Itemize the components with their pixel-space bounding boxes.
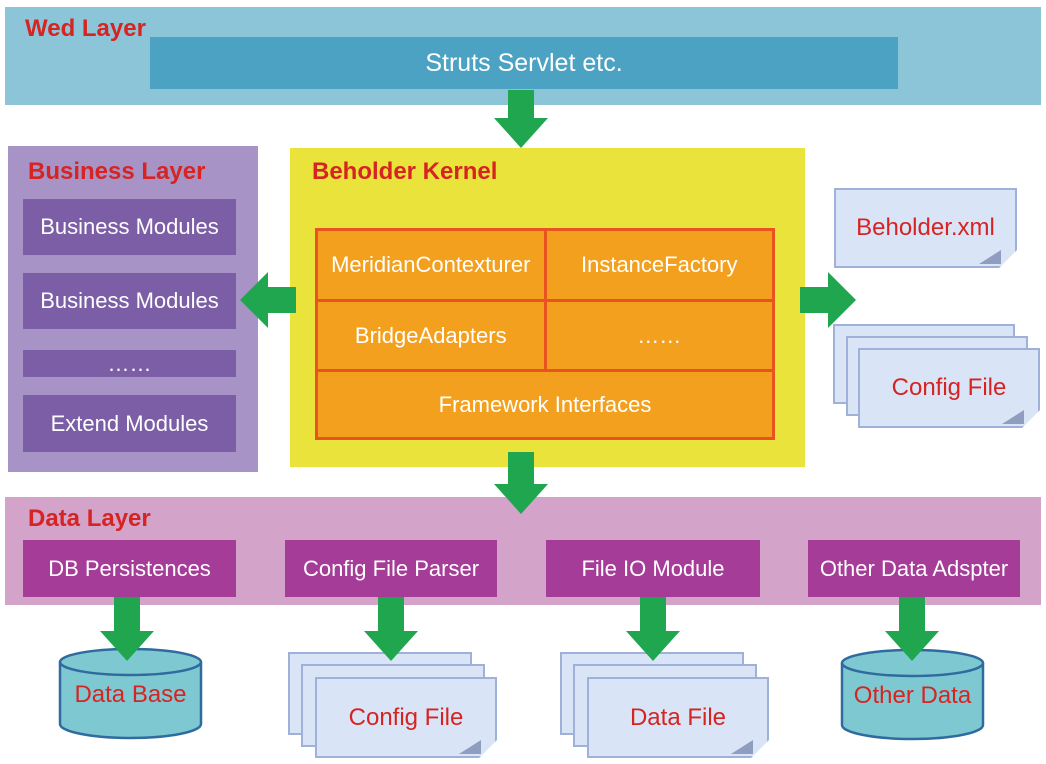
data-layer-band: Data Layer DB Persistences Config File P…	[5, 497, 1041, 605]
struts-servlet-label: Struts Servlet etc.	[425, 48, 623, 77]
struts-servlet-box: Struts Servlet etc.	[150, 37, 898, 89]
kernel-cell-label: Framework Interfaces	[438, 391, 652, 417]
config-file-stack-right: Config File	[833, 324, 1040, 428]
business-module-box: Business Modules	[23, 273, 236, 329]
document-sheet-front: Data File	[587, 677, 769, 758]
beholder-kernel-title: Beholder Kernel	[312, 158, 498, 185]
file-io-module-label: File IO Module	[581, 555, 725, 581]
config-file-store-label: Config File	[348, 703, 464, 731]
config-file-parser-label: Config File Parser	[302, 555, 480, 581]
other-data-cylinder: Other Data	[840, 648, 985, 741]
business-layer-panel: Business Layer Business Modules Business…	[8, 146, 258, 472]
web-layer-title: Wed Layer	[25, 15, 146, 42]
db-persistences-label: DB Persistences	[48, 555, 211, 581]
arrow-kernel-to-data-icon	[494, 452, 548, 514]
kernel-cell-label: MeridianContexturer	[331, 252, 531, 277]
database-label: Data Base	[74, 681, 187, 708]
kernel-cell-framework-interfaces: Framework Interfaces	[318, 372, 772, 437]
beholder-xml-document: Beholder.xml	[834, 188, 1017, 268]
arrow-db-persistences-to-database-icon	[100, 597, 154, 661]
data-layer-title: Data Layer	[28, 505, 151, 532]
extend-modules-label: Extend Modules	[50, 410, 209, 436]
other-data-label: Other Data	[853, 682, 972, 709]
business-module-box: Business Modules	[23, 199, 236, 255]
arrow-adapter-to-other-data-icon	[885, 597, 939, 661]
data-file-stack: Data File	[560, 652, 770, 759]
business-module-label: Business Modules	[40, 288, 219, 313]
extend-modules-box: Extend Modules	[23, 395, 236, 452]
arrow-fileio-to-data-file-icon	[626, 597, 680, 661]
kernel-component-grid: MeridianContexturer InstanceFactory Brid…	[315, 228, 775, 440]
beholder-xml-label: Beholder.xml	[856, 214, 995, 241]
business-module-label: Business Modules	[40, 214, 219, 239]
cylinder-icon	[840, 648, 985, 741]
kernel-cell-ellipsis: ……	[546, 302, 772, 369]
document-sheet-front: Config File	[858, 348, 1040, 428]
document-sheet-front: Config File	[315, 677, 497, 758]
web-layer-band: Wed Layer Struts Servlet etc.	[5, 7, 1041, 105]
kernel-cell-label: BridgeAdapters	[354, 322, 507, 348]
arrow-kernel-to-files-icon	[800, 272, 856, 328]
database-cylinder: Data Base	[58, 647, 203, 740]
business-module-label: ……	[107, 350, 152, 376]
kernel-cell-label: ……	[637, 322, 682, 348]
config-file-parser-box: Config File Parser	[285, 540, 497, 597]
kernel-cell-label: InstanceFactory	[580, 252, 738, 277]
beholder-kernel-panel: Beholder Kernel MeridianContexturer Inst…	[290, 148, 805, 467]
data-file-store-label: Data File	[629, 703, 727, 731]
other-data-adapter-label: Other Data Adspter	[819, 555, 1009, 581]
arrow-web-to-kernel-icon	[494, 90, 548, 148]
cylinder-icon	[58, 647, 203, 740]
arrow-parser-to-config-file-icon	[364, 597, 418, 661]
kernel-cell-bridge-adapters: BridgeAdapters	[318, 302, 544, 369]
db-persistences-box: DB Persistences	[23, 540, 236, 597]
config-file-stack-bottom: Config File	[288, 652, 498, 759]
business-layer-title: Business Layer	[28, 158, 206, 185]
business-module-ellipsis-box: ……	[23, 350, 236, 377]
config-file-label: Config File	[891, 374, 1007, 401]
kernel-cell-meridian-contexturer: MeridianContexturer	[318, 231, 544, 299]
other-data-adapter-box: Other Data Adspter	[808, 540, 1020, 597]
file-io-module-box: File IO Module	[546, 540, 760, 597]
kernel-cell-instance-factory: InstanceFactory	[546, 231, 772, 299]
arrow-kernel-to-business-icon	[240, 272, 296, 328]
